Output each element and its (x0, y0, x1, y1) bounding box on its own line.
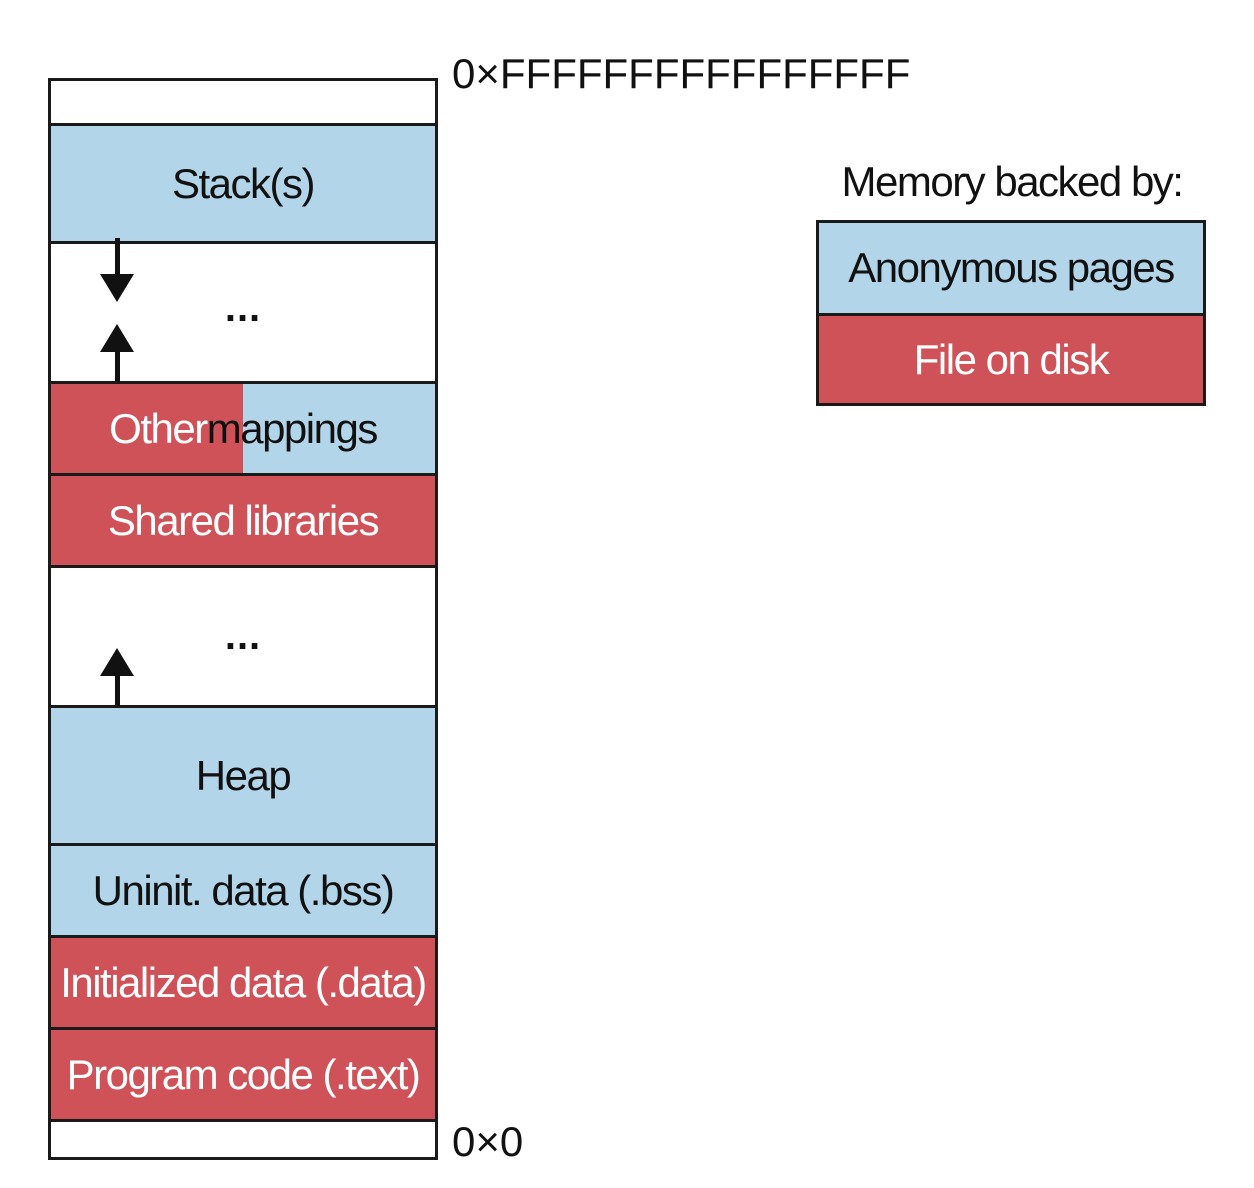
address-bottom: 0×0 (452, 1118, 524, 1165)
segment-stack: Stack(s) (51, 123, 435, 241)
segment-heap-label: Heap (195, 751, 292, 799)
mapping-grow-up-arrow (100, 324, 134, 390)
legend: Anonymous pages File on disk (816, 220, 1206, 406)
legend-anonymous-label: Anonymous pages (848, 244, 1175, 291)
segment-gap-lower: ... (51, 565, 435, 714)
other-mappings-label-right: mappings (206, 404, 379, 452)
segment-bottom-empty (51, 1119, 435, 1157)
segment-shared-libraries-label: Shared libraries (107, 496, 380, 544)
legend-anonymous-pages: Anonymous pages (819, 223, 1203, 313)
other-mappings-file-part (51, 384, 243, 473)
gap-lower-ellipsis: ... (224, 614, 262, 658)
segment-gap-upper: ... (51, 238, 435, 390)
segment-bss-label: Uninit. data (.bss) (92, 866, 395, 914)
stack-grow-down-arrow (100, 238, 134, 302)
segment-data-label: Initialized data (.data) (60, 958, 427, 1006)
legend-file-label: File on disk (913, 335, 1110, 383)
segment-data: Initialized data (.data) (51, 935, 435, 1027)
segment-heap: Heap (51, 705, 435, 843)
legend-file-on-disk: File on disk (819, 313, 1203, 403)
legend-title: Memory backed by: (841, 158, 1184, 205)
segment-bss: Uninit. data (.bss) (51, 843, 435, 935)
segment-text: Program code (.text) (51, 1027, 435, 1119)
segment-top-empty (51, 81, 435, 123)
other-mappings-label-left: Other (109, 404, 208, 452)
gap-upper-ellipsis: ... (224, 286, 262, 330)
segment-stack-label: Stack(s) (171, 159, 316, 207)
heap-grow-up-arrow (100, 648, 134, 714)
segment-shared-libraries: Shared libraries (51, 473, 435, 565)
other-mappings-anon-part (243, 384, 435, 473)
address-top: 0×FFFFFFFFFFFFFFFF (452, 50, 911, 97)
segment-text-label: Program code (.text) (66, 1050, 421, 1098)
